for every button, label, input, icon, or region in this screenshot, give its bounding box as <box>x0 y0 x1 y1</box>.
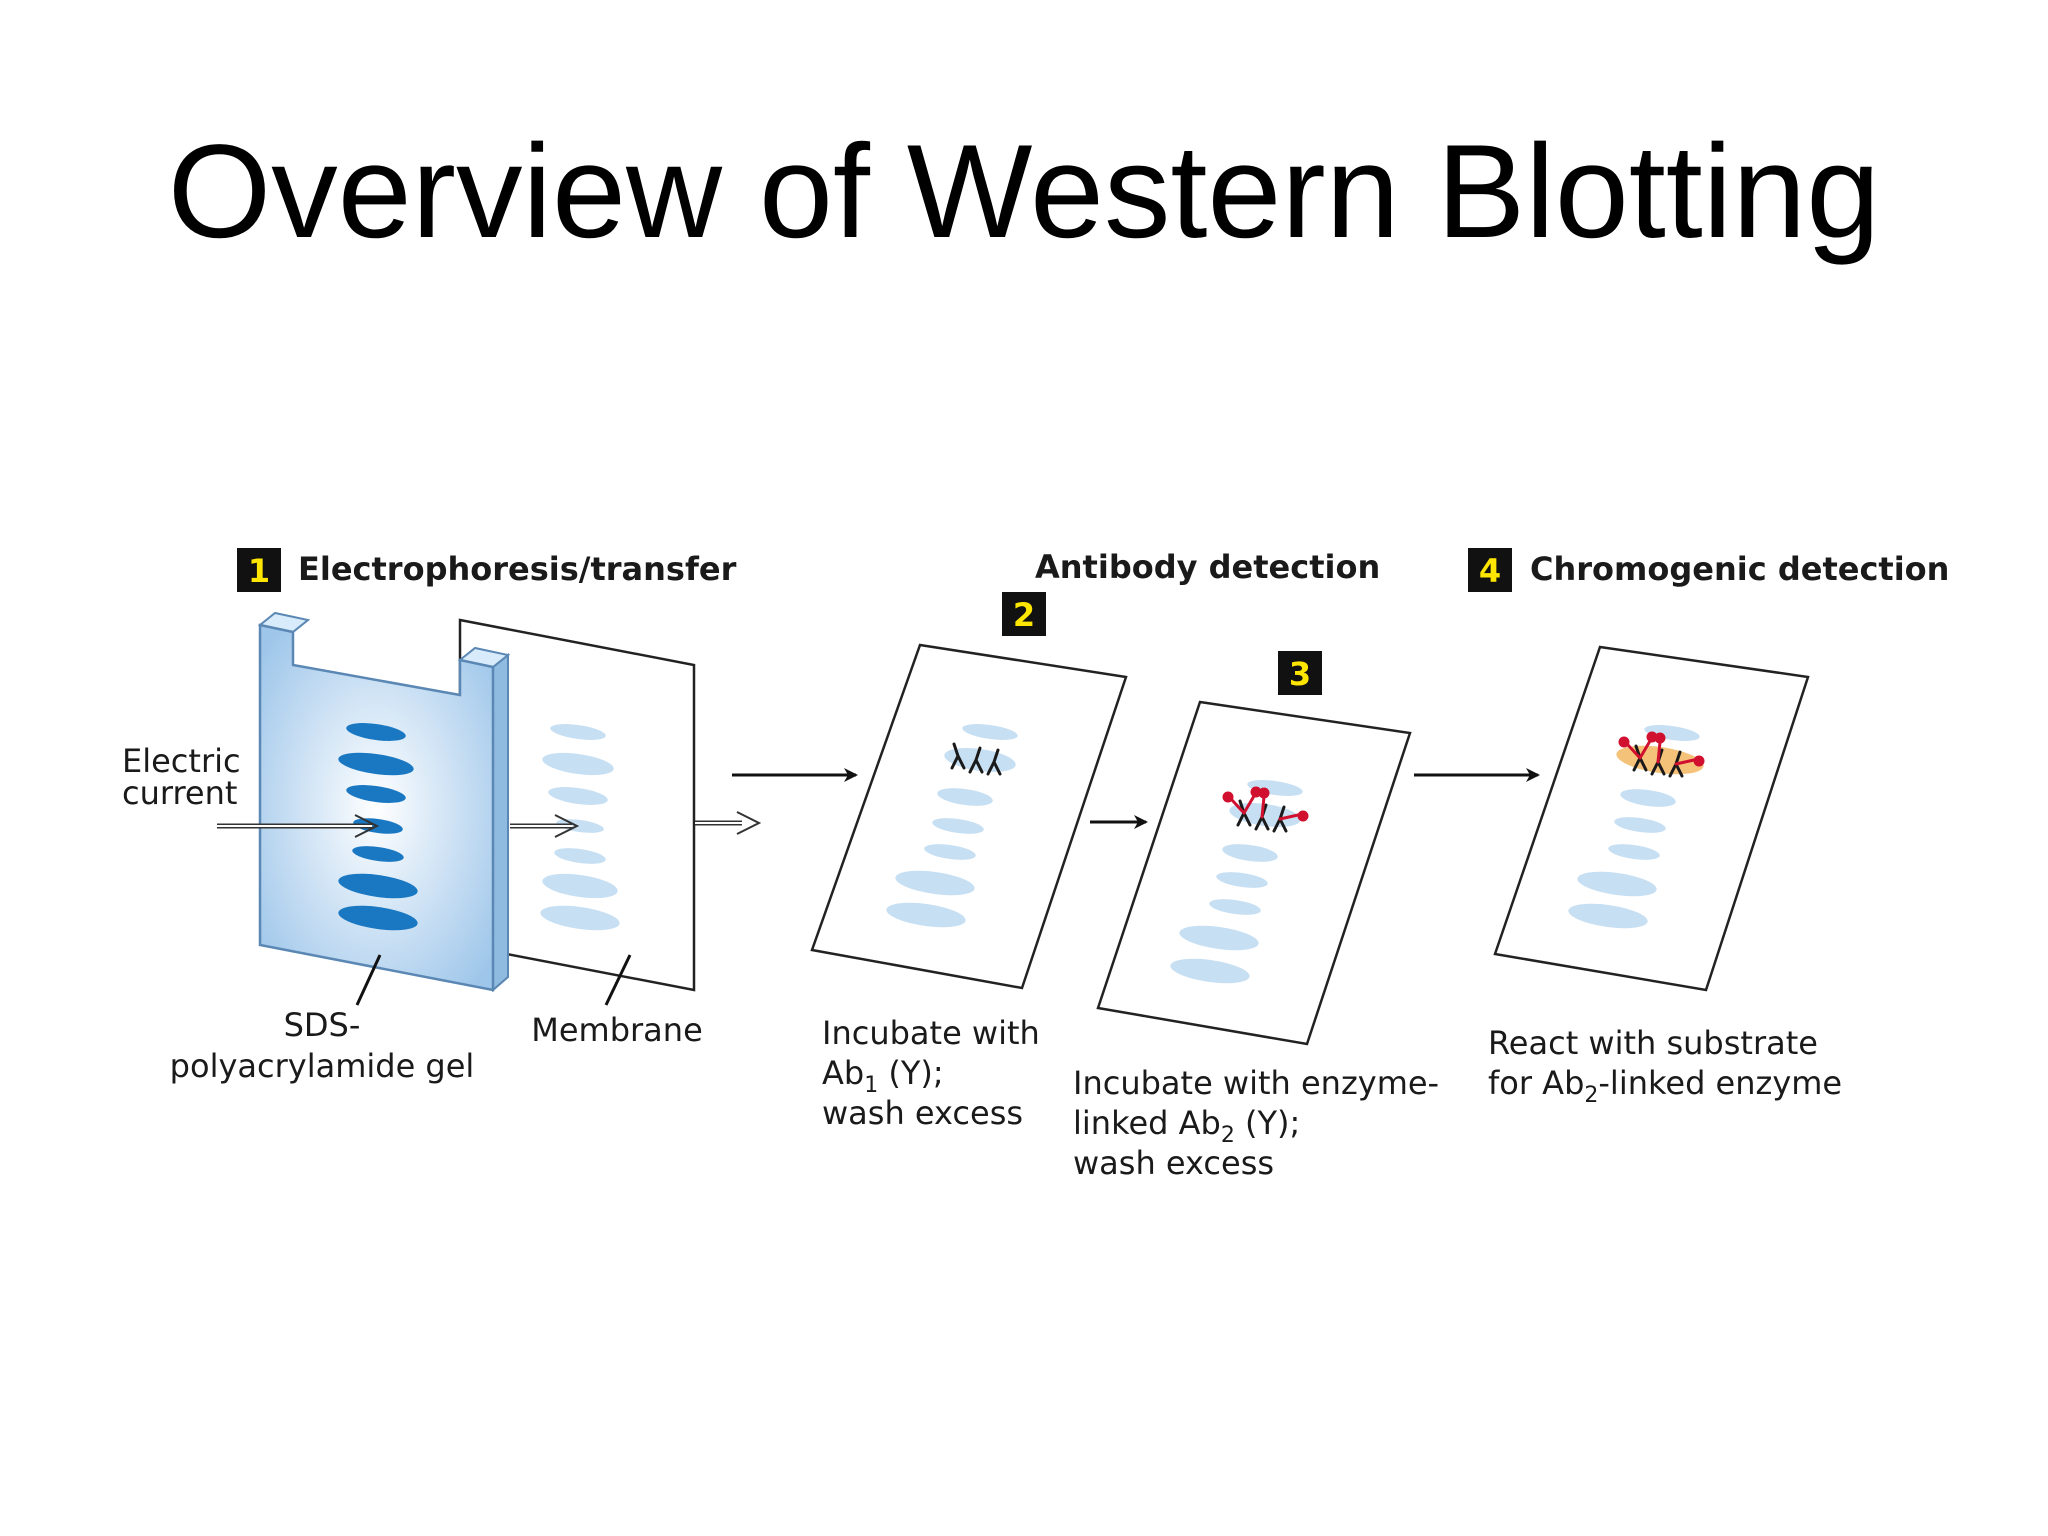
step4-label: Chromogenic detection <box>1530 550 1949 588</box>
step3-membrane <box>1096 700 1412 1046</box>
step2-number: 2 <box>1013 596 1035 634</box>
step1-header: 1 Electrophoresis/transfer <box>237 548 737 592</box>
gel-band <box>338 752 414 776</box>
gel-band <box>352 846 404 862</box>
step2-caption-1: Incubate with <box>822 1014 1040 1052</box>
step2-caption-3: wash excess <box>822 1094 1023 1132</box>
electric-current-label: Electric <box>122 742 241 780</box>
step4-number: 4 <box>1479 552 1501 590</box>
step4-caption-2: for Ab2-linked enzyme <box>1488 1064 1842 1108</box>
step2-number-box <box>1002 592 1046 636</box>
gel-label-2: polyacrylamide gel <box>170 1047 475 1085</box>
gel-pointer <box>355 954 382 1006</box>
step2-membrane <box>810 643 1128 990</box>
antibody2-icon <box>1222 786 1309 822</box>
step3-caption-1: Incubate with enzyme- <box>1073 1064 1439 1102</box>
gel-band <box>346 723 406 741</box>
step1-number-box <box>237 548 281 592</box>
membrane-band <box>542 752 614 776</box>
antibody2-icon <box>1618 731 1705 767</box>
membrane-band <box>542 873 618 899</box>
gel-label: SDS- <box>284 1006 361 1044</box>
step3-header: 3 <box>1278 651 1322 695</box>
membrane-pointer <box>604 954 632 1006</box>
antibody1-icon <box>950 742 1002 776</box>
step3-number: 3 <box>1289 655 1311 693</box>
step2-label: Antibody detection <box>1035 548 1380 586</box>
sds-gel <box>257 611 511 993</box>
electric-current-label-2: current <box>122 774 237 812</box>
step3-caption-2: linked Ab2 (Y); <box>1073 1104 1300 1148</box>
gel-band <box>338 873 418 899</box>
step3-caption-3: wash excess <box>1073 1144 1274 1182</box>
current-arrows <box>217 811 762 838</box>
step1-label: Electrophoresis/transfer <box>298 550 737 588</box>
step4-caption-1: React with substrate <box>1488 1024 1818 1062</box>
gel-band <box>346 785 406 803</box>
membrane-band <box>550 724 606 740</box>
step4-number-box <box>1468 548 1512 592</box>
membrane-label: Membrane <box>531 1011 703 1049</box>
step3-number-box <box>1278 651 1322 695</box>
step2-caption-2: Ab1 (Y); <box>822 1054 944 1098</box>
step4-header: 4 Chromogenic detection <box>1468 548 1949 592</box>
membrane-band <box>540 905 620 931</box>
gel-band <box>338 905 418 931</box>
step2-header: Antibody detection 2 <box>1002 548 1380 636</box>
membrane-band <box>548 787 608 805</box>
slide-title: Overview of Western Blotting <box>167 118 1881 266</box>
membrane-band <box>554 848 606 864</box>
step1-number: 1 <box>248 552 270 590</box>
step4-membrane <box>1493 645 1810 992</box>
